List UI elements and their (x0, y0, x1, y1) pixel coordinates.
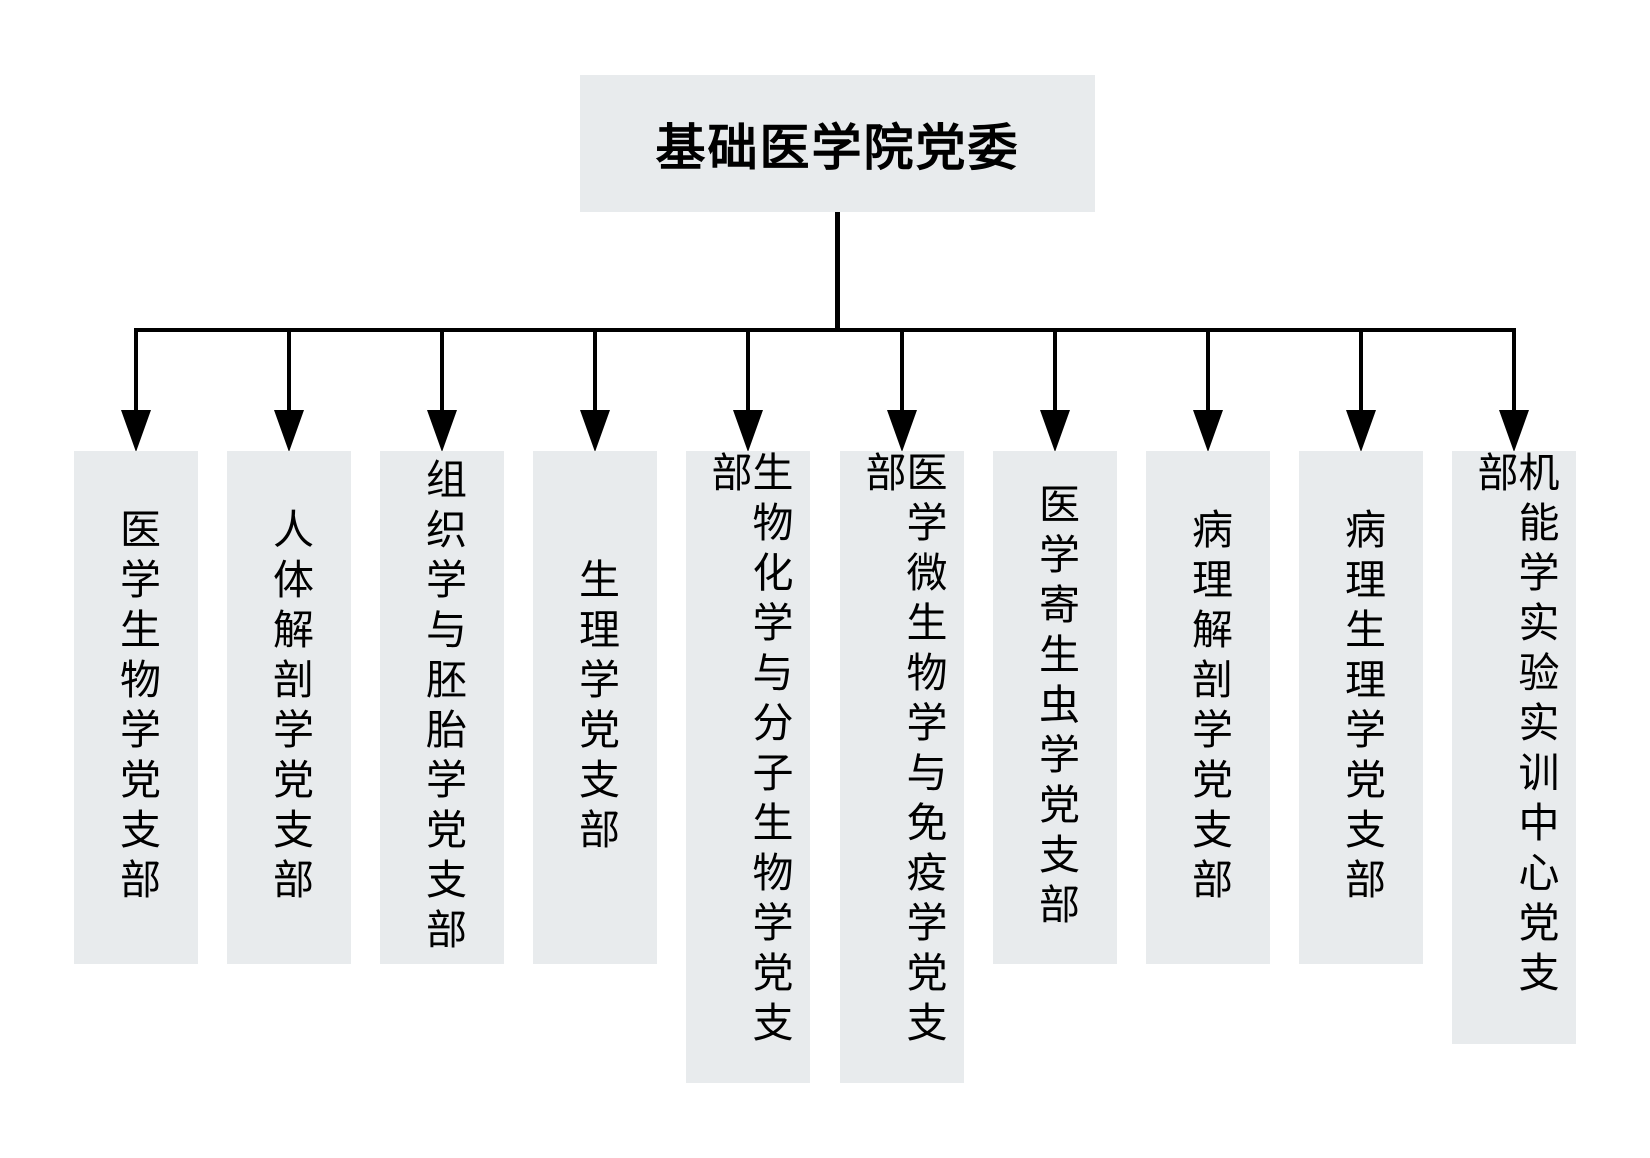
arrow-stem (746, 328, 750, 414)
branch-box-medical-parasitology: 医学寄生虫学党支部 (993, 451, 1117, 964)
branch-label: 人体解剖学党支部 (266, 507, 313, 908)
root-node-box: 基础医学院党委 (580, 75, 1095, 212)
branch-box-biochemistry-molecular-biology: 生物化学与分子生物学党支部 (686, 451, 810, 1083)
arrow-stem (593, 328, 597, 414)
arrow-stem (287, 328, 291, 414)
branch-box-microbiology-immunology: 医学微生物学与免疫学党支部 (840, 451, 964, 1083)
branch-box-pathophysiology: 病理生理学党支部 (1299, 451, 1423, 964)
arrow-down-icon (1499, 410, 1529, 452)
branch-box-human-anatomy: 人体解剖学党支部 (227, 451, 351, 964)
branch-box-pathological-anatomy: 病理解剖学党支部 (1146, 451, 1270, 964)
branch-box-medical-biology: 医学生物学党支部 (74, 451, 198, 964)
arrow-stem (1206, 328, 1210, 414)
arrow-down-icon (580, 410, 610, 452)
arrow-stem (1053, 328, 1057, 414)
branch-label: 机能学实验实训中心党支部 (1471, 451, 1558, 1001)
arrow-stem (440, 328, 444, 414)
arrow-down-icon (121, 410, 151, 452)
branch-box-functional-lab-center: 机能学实验实训中心党支部 (1452, 451, 1576, 1044)
arrow-stem (900, 328, 904, 414)
branch-box-histology-embryology: 组织学与胚胎学党支部 (380, 451, 504, 964)
branch-label: 组织学与胚胎学党支部 (419, 457, 466, 958)
arrow-down-icon (733, 410, 763, 452)
branch-label: 医学生物学党支部 (113, 507, 160, 908)
arrow-down-icon (427, 410, 457, 452)
branch-label: 病理生理学党支部 (1338, 507, 1385, 908)
arrow-stem (134, 328, 138, 414)
root-node-label: 基础医学院党委 (655, 119, 1020, 176)
arrow-stem (1512, 328, 1516, 414)
arrow-down-icon (274, 410, 304, 452)
arrow-down-icon (887, 410, 917, 452)
branch-label: 生物化学与分子生物学党支部 (705, 451, 792, 1051)
branch-label: 病理解剖学党支部 (1185, 507, 1232, 908)
branch-label: 医学寄生虫学党支部 (1032, 482, 1079, 933)
arrow-down-icon (1193, 410, 1223, 452)
branch-rail-line (134, 328, 1516, 332)
arrow-stem (1359, 328, 1363, 414)
root-connector-line (835, 212, 840, 332)
branch-box-physiology: 生理学党支部 (533, 451, 657, 964)
arrow-down-icon (1040, 410, 1070, 452)
branch-label: 医学微生物学与免疫学党支部 (859, 451, 946, 1051)
arrow-down-icon (1346, 410, 1376, 452)
branch-label: 生理学党支部 (572, 557, 619, 858)
